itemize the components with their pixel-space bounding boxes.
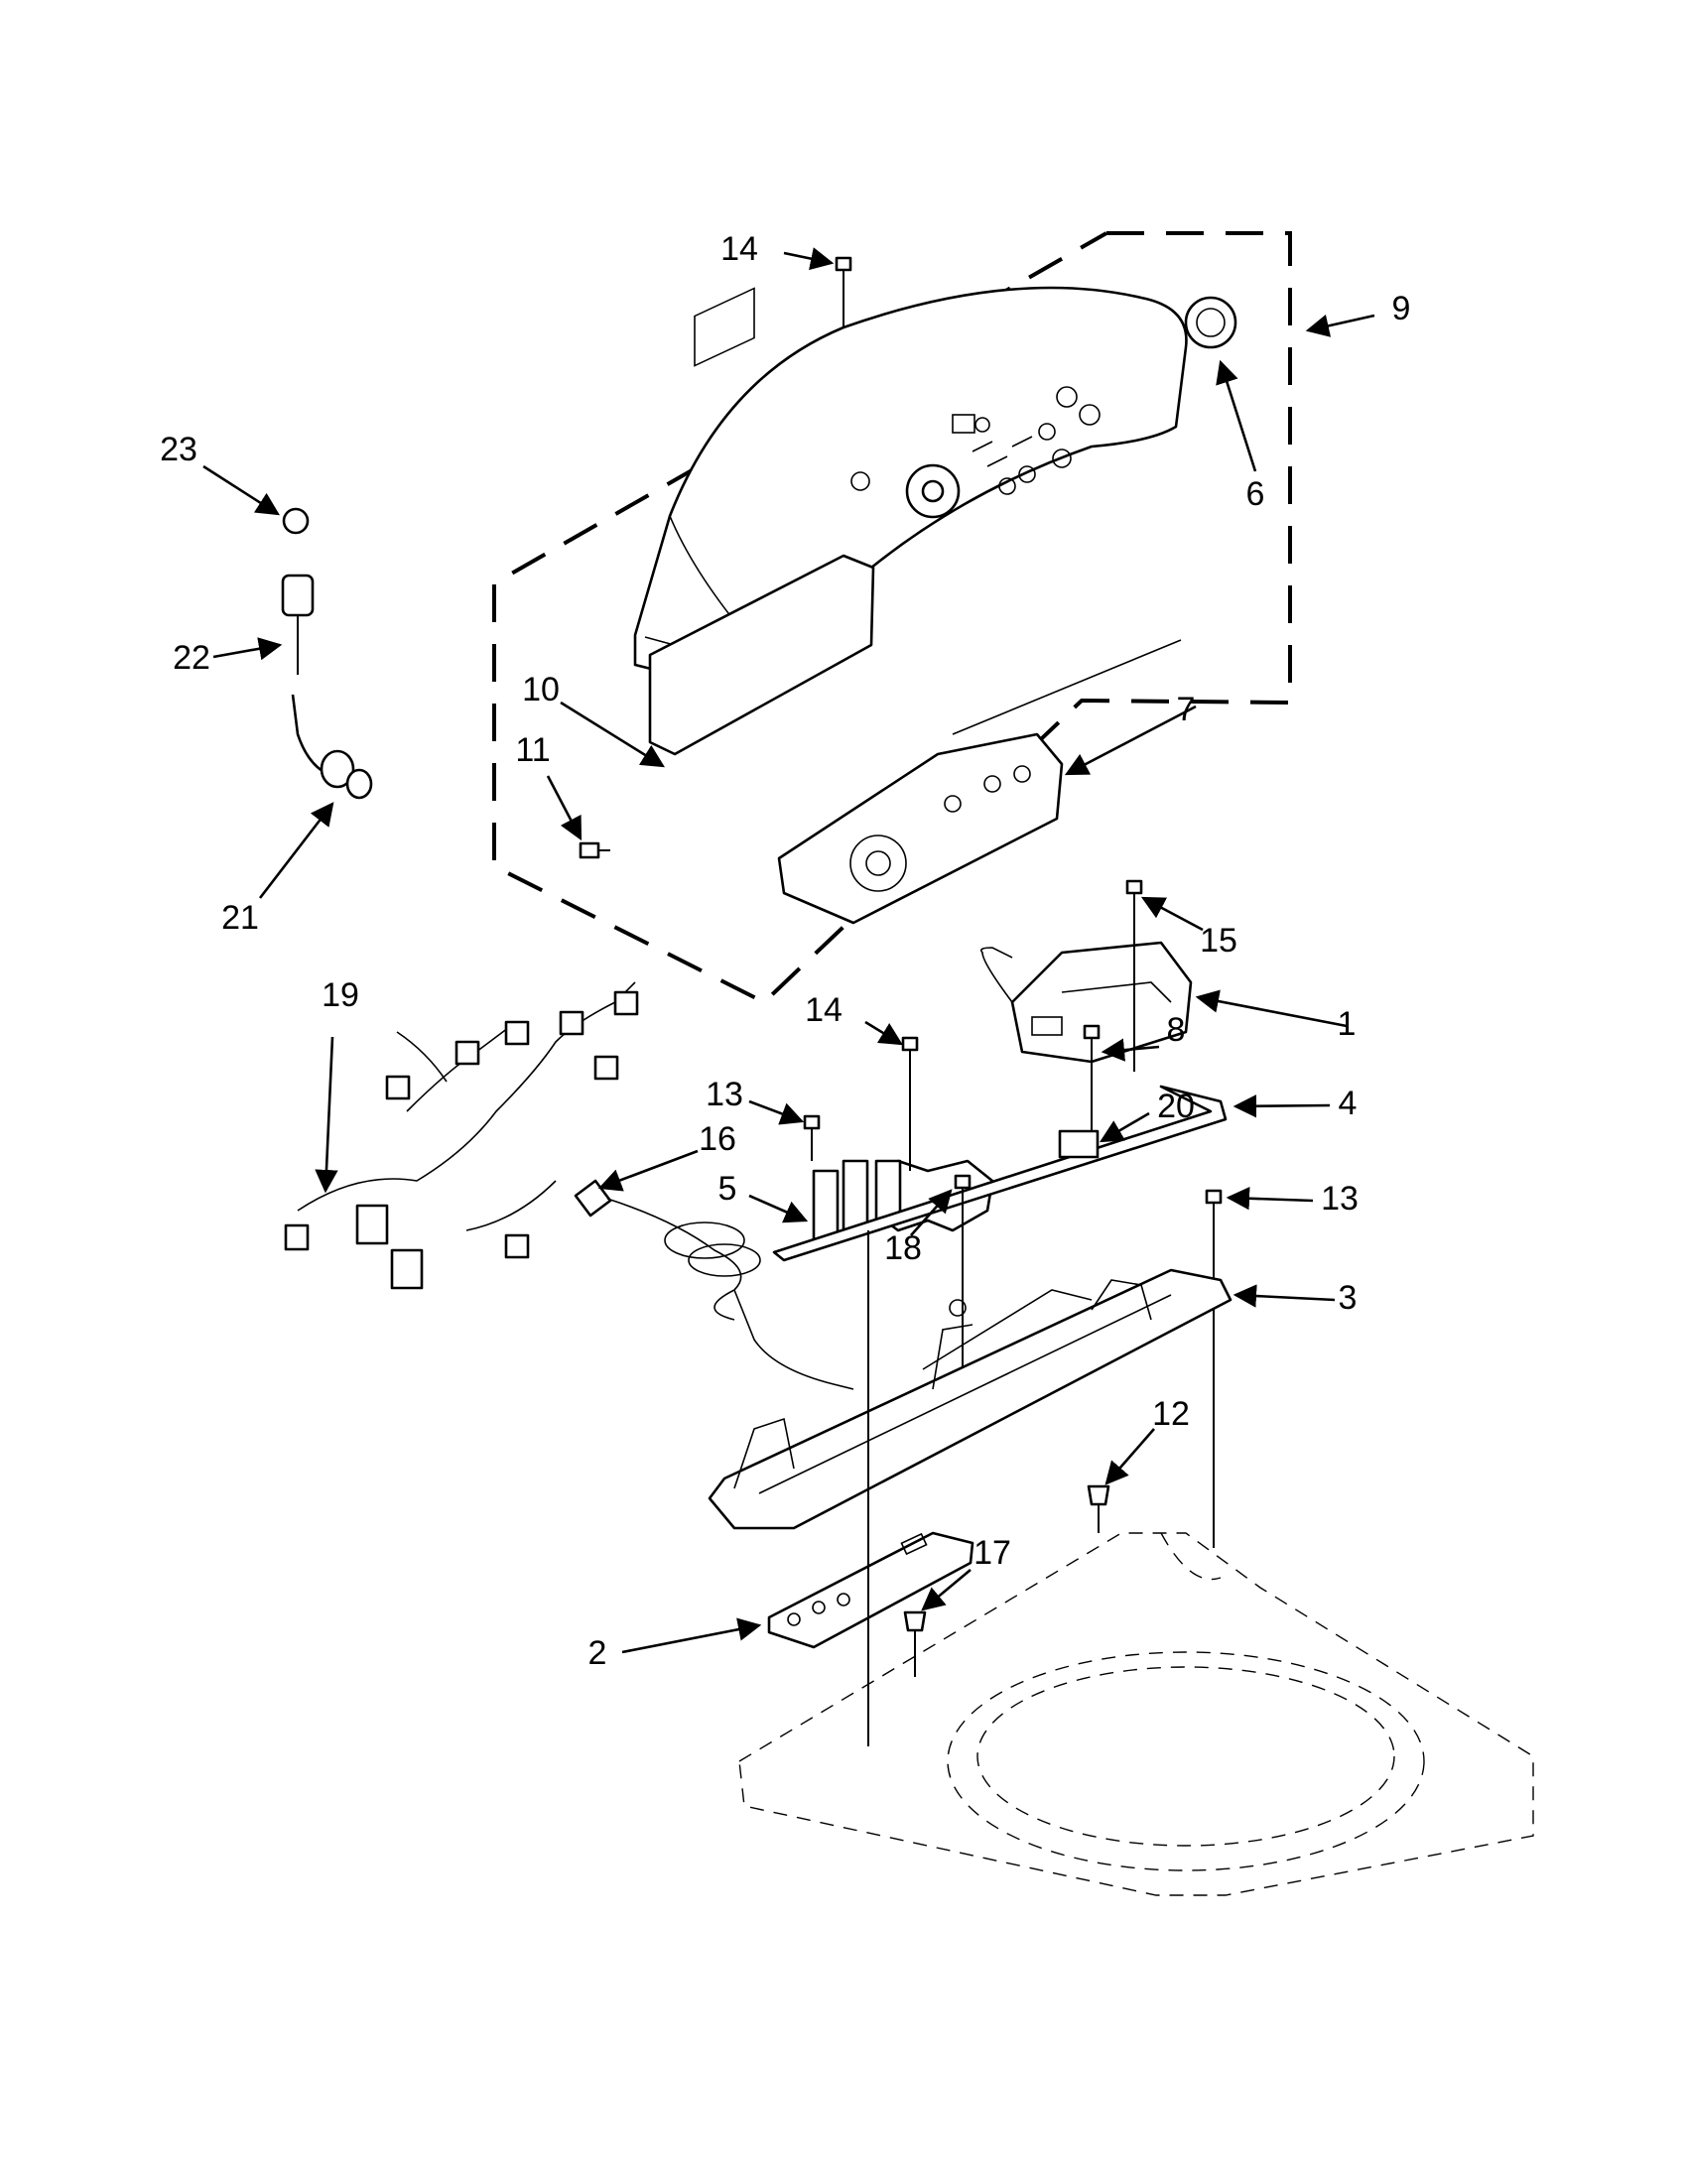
- callout-12: 12: [1152, 1395, 1190, 1433]
- callout-8: 8: [1167, 1011, 1186, 1049]
- callout-6: 6: [1246, 475, 1265, 513]
- callout-3: 3: [1339, 1279, 1358, 1317]
- washer-top-cabinet: [738, 1532, 1534, 1896]
- callout-23: 23: [160, 431, 197, 468]
- callout-19: 19: [322, 976, 359, 1014]
- callout-10: 10: [522, 671, 560, 708]
- inlet-hose-parts: [281, 507, 373, 800]
- wire-harness-19: [284, 981, 639, 1290]
- callout-14-middle: 14: [805, 991, 843, 1029]
- callout-18: 18: [884, 1229, 922, 1267]
- callout-20: 20: [1157, 1088, 1195, 1125]
- rod-4: [772, 1085, 1228, 1262]
- power-cord-16: [574, 1179, 854, 1390]
- callout-1: 1: [1338, 1005, 1357, 1043]
- callout-5: 5: [718, 1170, 737, 1208]
- screw-15: [1125, 879, 1143, 1072]
- callout-11: 11: [515, 731, 550, 769]
- callout-13-right: 13: [1321, 1180, 1359, 1218]
- machine-control-1: [979, 941, 1193, 1064]
- switch-20: [1058, 1129, 1100, 1159]
- callout-13-left: 13: [706, 1076, 743, 1113]
- clip-12: [1087, 1484, 1110, 1533]
- screw-13-right: [1205, 1189, 1223, 1548]
- callout-21: 21: [221, 899, 259, 937]
- clip-17: [903, 1610, 927, 1677]
- callout-14-top: 14: [720, 230, 758, 268]
- callout-15: 15: [1200, 922, 1237, 960]
- callout-labels: 14 9 6 7 10 11 23 22 21 19 15 1 8 4 20 1…: [160, 230, 1410, 1672]
- callout-2: 2: [588, 1634, 607, 1672]
- screw-11: [579, 841, 610, 859]
- screw-14-middle: [901, 1036, 919, 1072]
- housing-10: [648, 287, 875, 756]
- knob-6: [1184, 296, 1237, 349]
- callout-9: 9: [1392, 290, 1411, 327]
- callout-22: 22: [173, 639, 210, 677]
- leader-lines: [202, 247, 1375, 1654]
- control-board-7: [777, 639, 1182, 925]
- callout-17: 17: [973, 1534, 1011, 1572]
- callout-7: 7: [1177, 691, 1196, 728]
- plate-2: [767, 1531, 974, 1649]
- callout-4: 4: [1339, 1085, 1358, 1122]
- screw-14-top: [835, 256, 852, 327]
- callout-16: 16: [699, 1120, 736, 1158]
- screw-13-left: [803, 1114, 821, 1161]
- console-base-3: [708, 1268, 1233, 1530]
